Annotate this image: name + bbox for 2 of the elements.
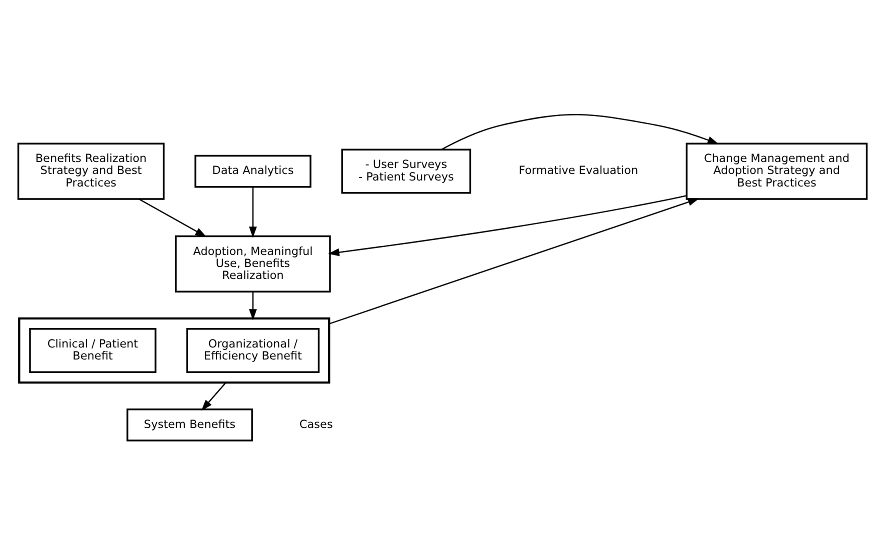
label: Cases bbox=[299, 417, 333, 430]
label: Formative Evaluation bbox=[518, 164, 638, 177]
